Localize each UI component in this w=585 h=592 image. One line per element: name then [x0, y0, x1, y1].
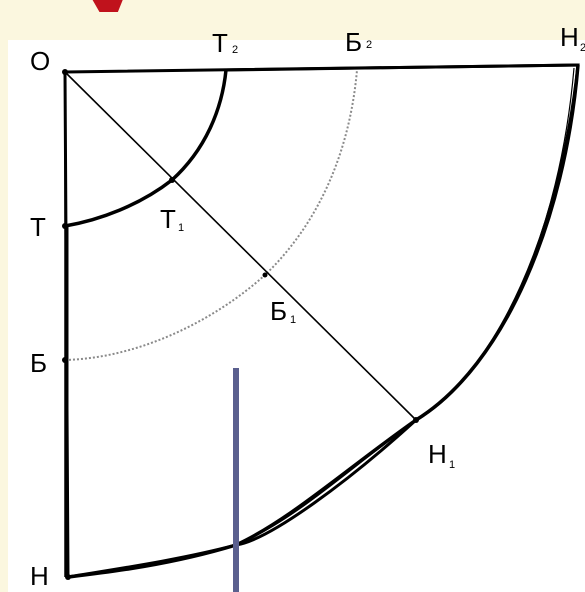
point-h-dot — [65, 574, 71, 580]
point-o-dot — [62, 69, 68, 75]
bisector-line — [64, 71, 417, 421]
svg-text:Н: Н — [428, 439, 447, 469]
label-h: Н — [30, 561, 49, 591]
svg-text:1: 1 — [290, 314, 296, 326]
svg-text:O: O — [30, 46, 50, 76]
pointer-bar — [233, 368, 239, 592]
svg-text:2: 2 — [232, 44, 238, 56]
point-b-dot — [62, 357, 68, 363]
svg-text:Т: Т — [30, 212, 46, 242]
point-t1-dot — [169, 177, 175, 183]
svg-text:Б: Б — [270, 296, 287, 326]
label-h1: Н 1 — [428, 439, 455, 471]
label-b2: Б 2 — [345, 27, 372, 57]
svg-text:Н: Н — [30, 561, 49, 591]
svg-text:Б: Б — [345, 27, 362, 57]
svg-text:Б: Б — [30, 348, 47, 378]
label-h2: Н 2 — [560, 22, 585, 54]
label-t: Т — [30, 212, 46, 242]
point-h1-dot — [413, 417, 419, 423]
label-t2: Т 2 — [212, 28, 238, 58]
svg-text:Н: Н — [560, 22, 579, 52]
side-line-bold — [225, 63, 579, 72]
svg-text:1: 1 — [449, 459, 455, 471]
label-b1: Б 1 — [270, 296, 296, 326]
hem-curve — [67, 64, 580, 579]
point-t-dot — [62, 223, 68, 229]
svg-text:1: 1 — [178, 222, 184, 234]
hem-curve-double — [239, 67, 575, 544]
svg-text:2: 2 — [366, 39, 372, 51]
svg-text:2: 2 — [580, 42, 585, 54]
label-o: O — [30, 46, 50, 76]
svg-text:Т: Т — [212, 28, 228, 58]
point-b1-dot — [262, 272, 268, 278]
svg-text:Т: Т — [160, 204, 176, 234]
label-b: Б — [30, 348, 47, 378]
label-t1: Т 1 — [160, 204, 184, 234]
title-mark-fragment — [90, 0, 125, 12]
